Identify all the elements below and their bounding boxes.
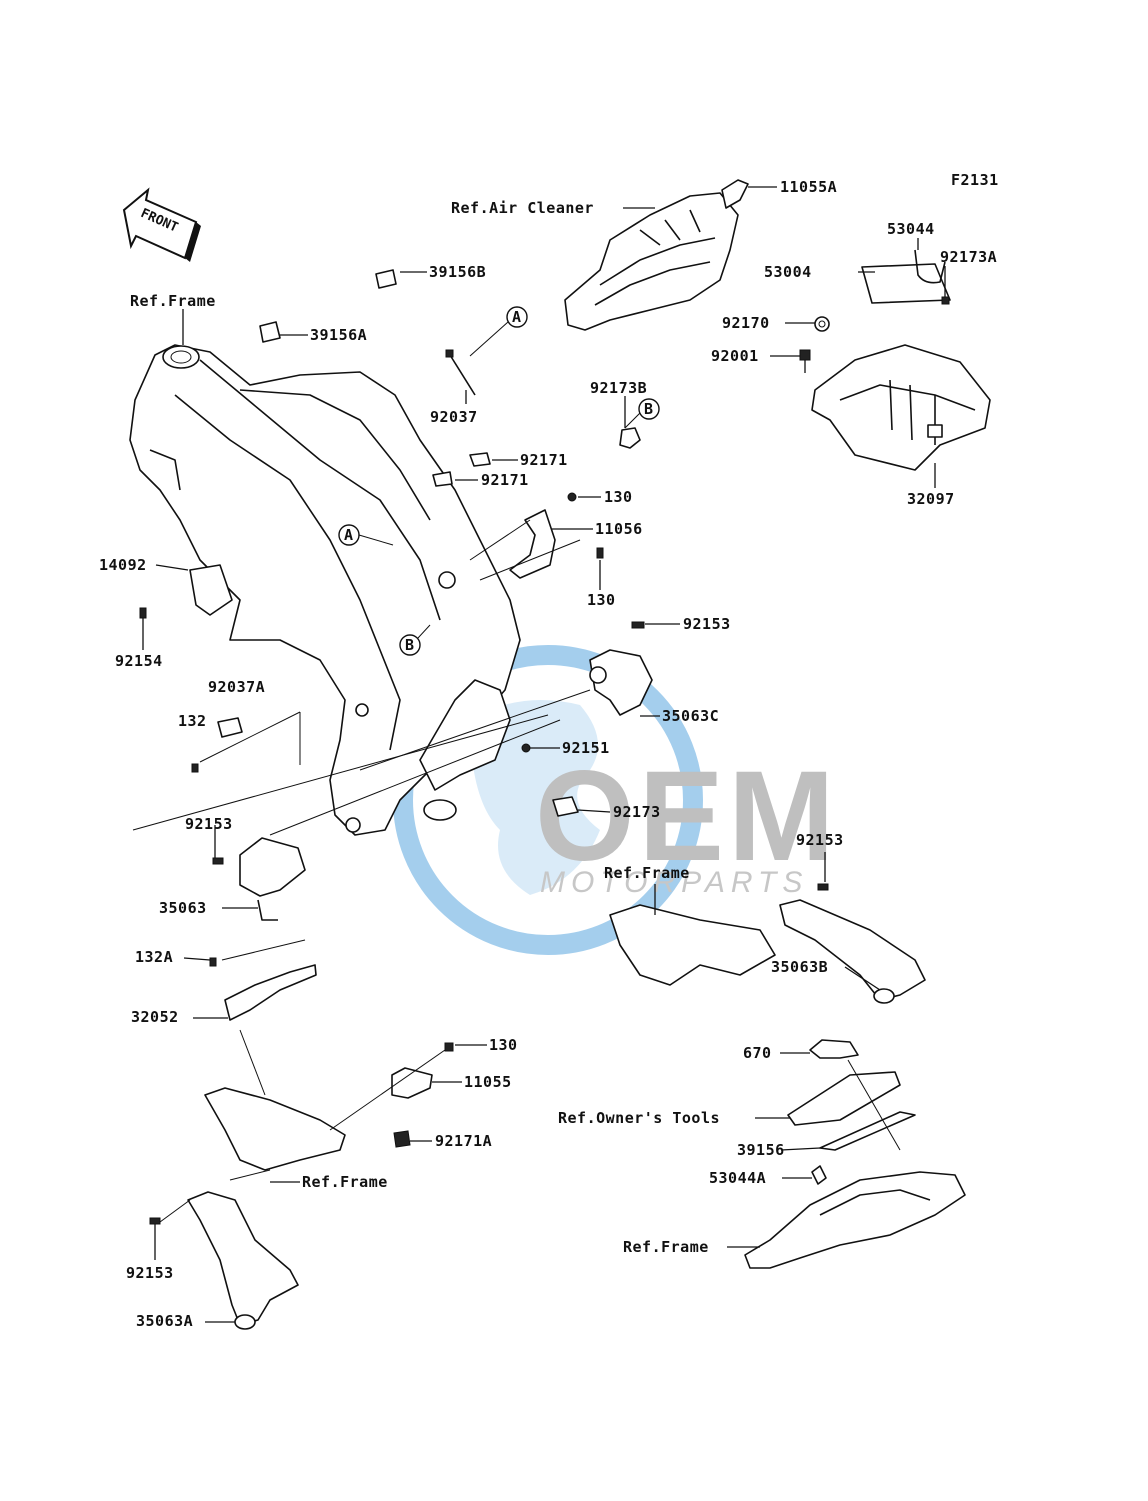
part-39156A — [259, 321, 281, 343]
label-130-mid: 130 — [587, 591, 616, 609]
label-130-upper: 130 — [604, 488, 633, 506]
part-92001 — [799, 349, 811, 373]
part-14092 — [189, 564, 233, 616]
part-92037 — [445, 349, 476, 396]
part-92173B — [619, 427, 641, 449]
label-92001: 92001 — [711, 347, 759, 365]
watermark-sub: MOTORPARTS — [540, 866, 808, 899]
figure-code: F2131 — [951, 171, 999, 189]
label-92153-upper: 92153 — [683, 615, 731, 633]
label-39156A: 39156A — [310, 326, 367, 344]
label-132: 132 — [178, 712, 207, 730]
watermark-globe — [393, 645, 703, 955]
watermark: OEM MOTORPARTS — [393, 645, 839, 955]
label-92171-lower: 92171 — [481, 471, 529, 489]
watermark-brand: OEM — [535, 745, 839, 888]
label-14092: 14092 — [99, 556, 147, 574]
part-35063B — [609, 883, 926, 1004]
marker-A-top: A — [469, 306, 528, 357]
label-92037: 92037 — [430, 408, 478, 426]
label-92173: 92173 — [613, 803, 661, 821]
part-670 — [809, 1039, 859, 1059]
label-92153-right: 92153 — [796, 831, 844, 849]
label-ref-frame-lower: Ref.Frame — [302, 1173, 388, 1191]
label-92153-lower: 92153 — [126, 1264, 174, 1282]
label-39156: 39156 — [737, 1141, 785, 1159]
label-92170: 92170 — [722, 314, 770, 332]
part-11055A — [721, 179, 777, 209]
part-132 — [191, 763, 199, 773]
label-ref-frame-tail: Ref.Frame — [623, 1238, 709, 1256]
label-92151: 92151 — [562, 739, 610, 757]
svg-text:B: B — [644, 400, 654, 418]
callout-labels: 11055A Ref.Air Cleaner 53044 92173A 5300… — [99, 178, 997, 1330]
label-11056: 11056 — [595, 520, 643, 538]
part-11055 — [391, 1042, 454, 1148]
marker-B-frame: B — [399, 624, 431, 656]
leader-lines — [132, 207, 946, 1323]
label-35063A: 35063A — [136, 1312, 193, 1330]
front-arrow-icon: FRONT — [122, 187, 201, 262]
label-92037A: 92037A — [208, 678, 265, 696]
part-39156 — [819, 1111, 916, 1151]
label-11055: 11055 — [464, 1073, 512, 1091]
svg-text:A: A — [344, 526, 354, 544]
marker-B-top: B — [624, 398, 660, 429]
owners-tools — [787, 1071, 901, 1126]
part-35063 — [212, 837, 306, 921]
label-ref-frame-top: Ref.Frame — [130, 292, 216, 310]
label-ref-frame-right: Ref.Frame — [604, 864, 690, 882]
label-92171-upper: 92171 — [520, 451, 568, 469]
part-32052 — [209, 957, 317, 1021]
main-frame — [129, 344, 521, 836]
label-32097: 32097 — [907, 490, 955, 508]
tail-frame — [744, 1171, 966, 1269]
part-92173A — [941, 296, 950, 305]
air-cleaner-housing — [564, 192, 739, 331]
part-92171A — [393, 1130, 411, 1148]
label-35063: 35063 — [159, 899, 207, 917]
part-35063C — [589, 621, 653, 716]
label-53044: 53044 — [887, 220, 935, 238]
label-35063B: 35063B — [771, 958, 828, 976]
pivot-casting — [419, 679, 511, 821]
part-53044 — [914, 249, 946, 284]
label-92173A: 92173A — [940, 248, 997, 266]
battery-pad-53004 — [861, 263, 951, 304]
label-ref-owners-tools: Ref.Owner's Tools — [558, 1109, 720, 1127]
label-35063C: 35063C — [662, 707, 719, 725]
label-39156B: 39156B — [429, 263, 486, 281]
watermark-globe-land — [470, 700, 600, 895]
part-11056 — [509, 492, 604, 579]
label-132A: 132A — [135, 948, 173, 966]
label-ref-air-cleaner: Ref.Air Cleaner — [451, 199, 594, 217]
label-130-lower: 130 — [489, 1036, 518, 1054]
label-92153-left: 92153 — [185, 815, 233, 833]
part-92173 — [552, 796, 579, 817]
svg-text:B: B — [405, 636, 415, 654]
part-92037A — [217, 717, 243, 738]
label-92173B: 92173B — [590, 379, 647, 397]
part-53044A — [811, 1165, 827, 1185]
marker-A-frame: A — [338, 524, 394, 546]
battery-case-32097 — [811, 344, 991, 471]
label-92171A: 92171A — [435, 1132, 492, 1150]
label-53004: 53004 — [764, 263, 812, 281]
label-92154: 92154 — [115, 652, 163, 670]
part-92170 — [814, 316, 830, 332]
label-11055A: 11055A — [780, 178, 837, 196]
label-32052: 32052 — [131, 1008, 179, 1026]
part-92171-lower — [432, 471, 453, 487]
part-92171-upper — [469, 452, 491, 467]
label-53044A: 53044A — [709, 1169, 766, 1187]
label-670: 670 — [743, 1044, 772, 1062]
svg-text:A: A — [512, 308, 522, 326]
part-39156B — [375, 269, 397, 289]
part-92151 — [521, 743, 531, 753]
part-92154 — [139, 607, 147, 619]
